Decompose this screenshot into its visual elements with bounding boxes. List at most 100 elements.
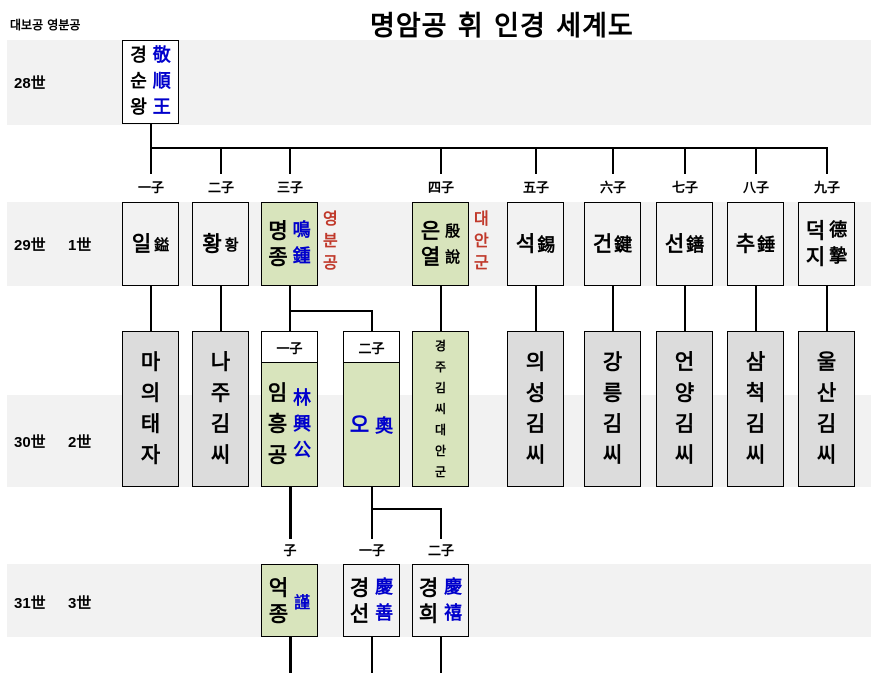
gen30-hanja-1b: 興 [293, 413, 312, 435]
clan-char: 씨 [816, 443, 837, 467]
gen-sub-31: 3世 [68, 595, 92, 612]
son-rank-4: 四子 [427, 181, 454, 196]
person-box-o[interactable]: 오 奧 [343, 362, 400, 487]
clan-char: 의 [525, 350, 546, 374]
son-box-chu[interactable]: 추 錘 [727, 202, 784, 286]
son-hangul-6: 건 [592, 232, 613, 256]
son-box-seok[interactable]: 석 錫 [507, 202, 564, 286]
clan-char: 태 [140, 412, 161, 436]
son-drop-5 [535, 147, 537, 174]
son-rank-6: 六子 [599, 181, 626, 196]
gen31-rank-2: 一子 [358, 544, 385, 559]
clan-box-samcheok-kim[interactable]: 삼 척 김 씨 [727, 331, 784, 487]
gen30-hangul-1c: 공 [267, 443, 288, 467]
clan-char: 성 [525, 381, 546, 405]
son-hanja-8: 錘 [757, 235, 776, 256]
note-yeongbungong: 영 분 공 [323, 208, 338, 274]
note-2c: 군 [474, 253, 489, 272]
root-box-gyeongsunwang[interactable]: 경 순 왕 敬 順 王 [122, 40, 179, 124]
gyeongseon-continue [371, 637, 373, 673]
clan-char: 의 [140, 381, 161, 405]
sons-bar [150, 147, 828, 149]
root-hanja-2: 順 [152, 71, 171, 92]
clan-char: 마 [140, 350, 161, 374]
gen31-hangul-2a: 경 [349, 575, 370, 600]
clan-char: 씨 [525, 443, 546, 467]
gen-label-28: 28世 [14, 75, 46, 92]
clan-box-ulsan-kim[interactable]: 울 산 김 씨 [798, 331, 855, 487]
clan-char: 씨 [434, 401, 447, 416]
gen-label-30: 30世 [14, 434, 46, 451]
son-box-seon[interactable]: 선 鐥 [656, 202, 713, 286]
clan-char: 릉 [602, 381, 623, 405]
gen30-rank-2: 二子 [358, 341, 385, 357]
son-box-myeongjong[interactable]: 명 종 鳴 鍾 [261, 202, 318, 286]
son-hanja-4b: 說 [445, 248, 461, 266]
clan-char: 김 [525, 412, 546, 436]
gen31-hanja-2b: 善 [375, 602, 394, 624]
son-hanja-7: 鐥 [686, 235, 705, 256]
clan-char: 주 [434, 359, 447, 374]
person-box-gyeongseon[interactable]: 경 선 慶 善 [343, 564, 400, 637]
gen31-hangul-1a: 억 [268, 575, 289, 600]
clan-link-7 [684, 286, 686, 331]
person-box-gyeonghui[interactable]: 경 희 慶 禧 [412, 564, 469, 637]
son-drop-3 [289, 147, 291, 174]
imheung-stem [289, 487, 292, 539]
son-hangul-3a: 명 [268, 219, 288, 243]
gen31-hangul-1b: 종 [268, 601, 289, 626]
clan-char: 군 [434, 464, 447, 479]
clan-box-maui-taeja[interactable]: 마 의 태 자 [122, 331, 179, 487]
gen-sub-29: 1世 [68, 237, 92, 254]
son-hangul-9b: 지 [805, 245, 826, 269]
son-box-hwang[interactable]: 황 황 [192, 202, 249, 286]
person-box-eokjong[interactable]: 억 종 謹 [261, 564, 318, 637]
clan-char: 씨 [745, 443, 766, 467]
clan-box-gangneung-kim[interactable]: 강 릉 김 씨 [584, 331, 641, 487]
clan-char: 강 [602, 350, 623, 374]
son-hangul-2: 황 [202, 232, 222, 256]
gyeonghui-drop [440, 508, 442, 539]
header-left-label: 대보공 영분공 [10, 18, 81, 32]
gen30-hangul-1a: 임 [267, 381, 288, 405]
gen30-hanja-2: 奧 [375, 415, 394, 437]
son-drop-6 [612, 147, 614, 174]
clan-link-9 [826, 286, 828, 331]
son-box-il[interactable]: 일 鎰 [122, 202, 179, 286]
clan-box-naju-kim[interactable]: 나 주 김 씨 [192, 331, 249, 487]
gen31-hanja-1: 謹 [294, 592, 311, 612]
gen31-hangul-3a: 경 [418, 575, 439, 600]
son-drop-4 [440, 147, 442, 174]
clan-box-eonyang-kim[interactable]: 언 양 김 씨 [656, 331, 713, 487]
person-box-imheunggong[interactable]: 임 흥 공 林 興 公 [261, 362, 318, 487]
son-box-euneol[interactable]: 은 열 殷 說 [412, 202, 469, 286]
note-daeangun: 대 안 군 [474, 208, 489, 274]
son-box-deokji[interactable]: 덕 지 德 摯 [798, 202, 855, 286]
clan-char: 자 [140, 443, 161, 467]
clan-char: 주 [210, 381, 231, 405]
clan-char: 김 [434, 380, 447, 395]
clan-char: 경 [434, 338, 447, 353]
gen31-hangul-3b: 희 [418, 601, 439, 626]
rank-box-o: 二子 [343, 331, 400, 363]
clan-box-gyeongju-kim-daeangun[interactable]: 경 주 김 씨 대 안 군 [412, 331, 469, 487]
page-title: 명암공 휘 인경 세계도 [370, 11, 634, 42]
gen30-hangul-1b: 흥 [267, 412, 288, 436]
clan-box-uiseong-kim[interactable]: 의 성 김 씨 [507, 331, 564, 487]
son-box-geon[interactable]: 건 鍵 [584, 202, 641, 286]
clan-char: 김 [745, 412, 766, 436]
clan-link-6 [612, 286, 614, 331]
son-rank-2: 二子 [207, 181, 234, 196]
gen31-hanja-3a: 慶 [444, 576, 463, 598]
root-hangul-2: 순 [130, 71, 147, 92]
note-1b: 분 [323, 231, 338, 250]
note-1c: 공 [323, 253, 338, 272]
o-stem [371, 487, 373, 539]
gen30-hanja-1a: 林 [293, 387, 312, 409]
root-hangul-1: 경 [130, 45, 147, 66]
clan-char: 나 [210, 350, 231, 374]
son-hangul-3b: 종 [268, 245, 288, 269]
gen31-hangul-2b: 선 [349, 601, 370, 626]
note-2a: 대 [474, 209, 489, 228]
gen30-rank-1: 一子 [276, 341, 303, 357]
